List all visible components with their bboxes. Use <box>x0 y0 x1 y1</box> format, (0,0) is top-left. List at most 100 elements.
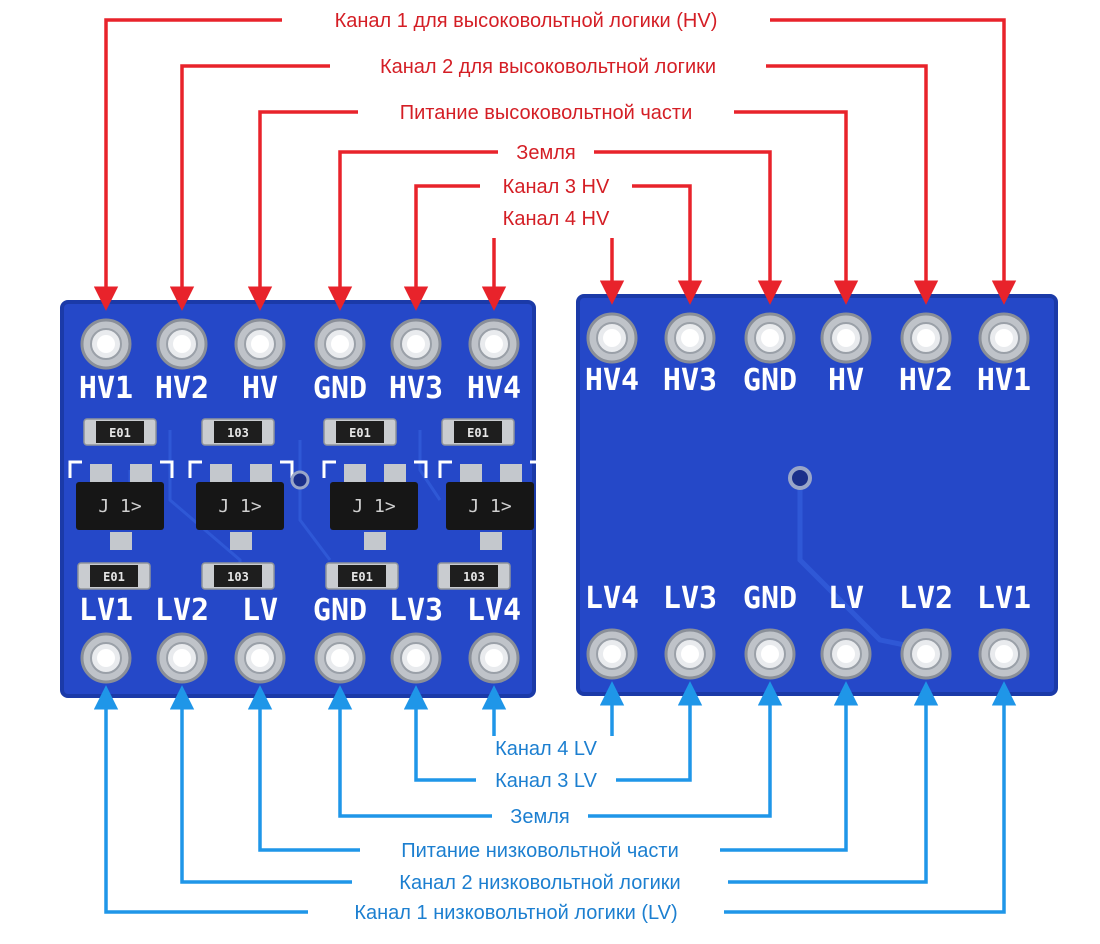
svg-text:J 1>: J 1> <box>98 496 142 517</box>
front-top-pin-label: HV <box>242 371 278 406</box>
front-pin-bottom-3 <box>314 632 366 684</box>
sot23-transistor-3: J 1> <box>438 460 544 550</box>
back-top-pin-label: GND <box>743 363 797 398</box>
svg-text:E01: E01 <box>351 570 373 584</box>
hv-callout-label: Канал 1 для высоковольтной логики (HV) <box>335 10 718 32</box>
lv-callout-1: Канал 3 LV <box>403 681 703 792</box>
front-bottom-pin-label: LV <box>242 593 278 628</box>
front-bottom-pin-label: LV2 <box>155 593 209 628</box>
back-top-pin-label: HV3 <box>663 363 717 398</box>
lv-callout-2: Земля <box>327 681 783 828</box>
via-hole <box>788 466 812 490</box>
hv-callout-4: Канал 3 HV <box>403 176 703 311</box>
sot23-transistor-0: J 1> <box>68 460 174 550</box>
smd-resistor-bottom-0: E01 <box>77 562 151 590</box>
sot23-transistor-1: J 1> <box>188 460 294 550</box>
front-bottom-pin-label: LV4 <box>467 593 521 628</box>
smd-resistor-bottom-2: E01 <box>325 562 399 590</box>
back-pin-top-4 <box>900 312 952 364</box>
lv-callout-label: Питание низковольтной части <box>401 840 679 862</box>
front-pin-top-3 <box>314 318 366 370</box>
sot23-transistor-2: J 1> <box>322 460 428 550</box>
front-pin-bottom-0 <box>80 632 132 684</box>
hv-callouts: Канал 1 для высоковольтной логики (HV) Ка… <box>93 10 1017 311</box>
lv-callout-0: Канал 4 LV <box>481 681 625 760</box>
lv-callout-3: Питание низковольтной части <box>247 681 859 862</box>
back-bottom-pin-label: LV4 <box>585 581 639 616</box>
back-bottom-pin-label: LV2 <box>899 581 953 616</box>
front-board: HV1 HV2 HV GND HV3 HV4 LV1 LV2 LV GND LV3 LV4 E01 1… <box>60 300 544 698</box>
svg-text:103: 103 <box>227 570 249 584</box>
svg-text:E01: E01 <box>467 426 489 440</box>
svg-text:J 1>: J 1> <box>468 496 512 517</box>
back-pin-top-5 <box>978 312 1030 364</box>
svg-text:103: 103 <box>227 426 249 440</box>
back-pin-top-3 <box>820 312 872 364</box>
front-bottom-pin-label: LV3 <box>389 593 443 628</box>
back-pin-bottom-4 <box>900 628 952 680</box>
back-bottom-pin-label: LV3 <box>663 581 717 616</box>
back-pin-top-1 <box>664 312 716 364</box>
hv-callout-2: Питание высоковольтной части <box>247 102 859 311</box>
smd-resistor-bottom-1: 103 <box>201 562 275 590</box>
lv-callout-label: Земля <box>510 806 569 828</box>
front-top-pin-label: GND <box>313 371 367 406</box>
front-bottom-pin-label: GND <box>313 593 367 628</box>
front-top-pin-label: HV1 <box>79 371 133 406</box>
front-pin-top-1 <box>156 318 208 370</box>
back-pin-bottom-1 <box>664 628 716 680</box>
svg-text:E01: E01 <box>349 426 371 440</box>
lv-callout-label: Канал 1 низковольтной логики (LV) <box>354 902 677 924</box>
lv-callout-4: Канал 2 низковольтной логики <box>169 681 939 894</box>
svg-text:J 1>: J 1> <box>218 496 262 517</box>
back-bottom-pin-label: LV <box>828 581 864 616</box>
back-pin-bottom-0 <box>586 628 638 680</box>
hv-callout-label: Питание высоковольтной части <box>400 102 693 124</box>
lv-callout-label: Канал 3 LV <box>495 770 597 792</box>
back-pin-top-2 <box>744 312 796 364</box>
back-pin-bottom-3 <box>820 628 872 680</box>
front-via-hole <box>290 470 310 490</box>
back-bottom-pin-label: LV1 <box>977 581 1031 616</box>
back-top-pin-label: HV4 <box>585 363 639 398</box>
smd-resistor-top-3: E01 <box>441 418 515 446</box>
hv-callout-1: Канал 2 для высоковольтной логики <box>169 56 939 311</box>
hv-callout-5: Канал 4 HV <box>481 208 625 311</box>
hv-callout-label: Канал 2 для высоковольтной логики <box>380 56 716 78</box>
svg-text:J 1>: J 1> <box>352 496 396 517</box>
hv-callout-label: Канал 3 HV <box>503 176 610 198</box>
back-pin-bottom-5 <box>978 628 1030 680</box>
smd-resistor-top-1: 103 <box>201 418 275 446</box>
back-top-pin-label: HV <box>828 363 864 398</box>
front-pin-bottom-2 <box>234 632 286 684</box>
back-pin-bottom-2 <box>744 628 796 680</box>
hv-callout-3: Земля <box>327 142 783 311</box>
front-pin-top-2 <box>234 318 286 370</box>
back-top-pin-label: HV2 <box>899 363 953 398</box>
front-pin-top-0 <box>80 318 132 370</box>
hv-callout-label: Канал 4 HV <box>503 208 610 230</box>
svg-text:103: 103 <box>463 570 485 584</box>
back-pin-top-0 <box>586 312 638 364</box>
back-bottom-pin-label: GND <box>743 581 797 616</box>
smd-resistor-bottom-3: 103 <box>437 562 511 590</box>
back-top-pin-label: HV1 <box>977 363 1031 398</box>
smd-resistor-top-2: E01 <box>323 418 397 446</box>
front-pin-top-5 <box>468 318 520 370</box>
front-top-pin-label: HV2 <box>155 371 209 406</box>
front-bottom-pin-label: LV1 <box>79 593 133 628</box>
front-pin-bottom-1 <box>156 632 208 684</box>
lv-callout-label: Канал 2 низковольтной логики <box>399 872 680 894</box>
hv-callout-label: Земля <box>516 142 575 164</box>
svg-text:E01: E01 <box>109 426 131 440</box>
front-pin-top-4 <box>390 318 442 370</box>
front-top-pin-label: HV3 <box>389 371 443 406</box>
front-top-pin-label: HV4 <box>467 371 521 406</box>
front-pin-bottom-4 <box>390 632 442 684</box>
lv-callout-label: Канал 4 LV <box>495 738 597 760</box>
hv-callout-0: Канал 1 для высоковольтной логики (HV) <box>93 10 1017 311</box>
front-pin-bottom-5 <box>468 632 520 684</box>
